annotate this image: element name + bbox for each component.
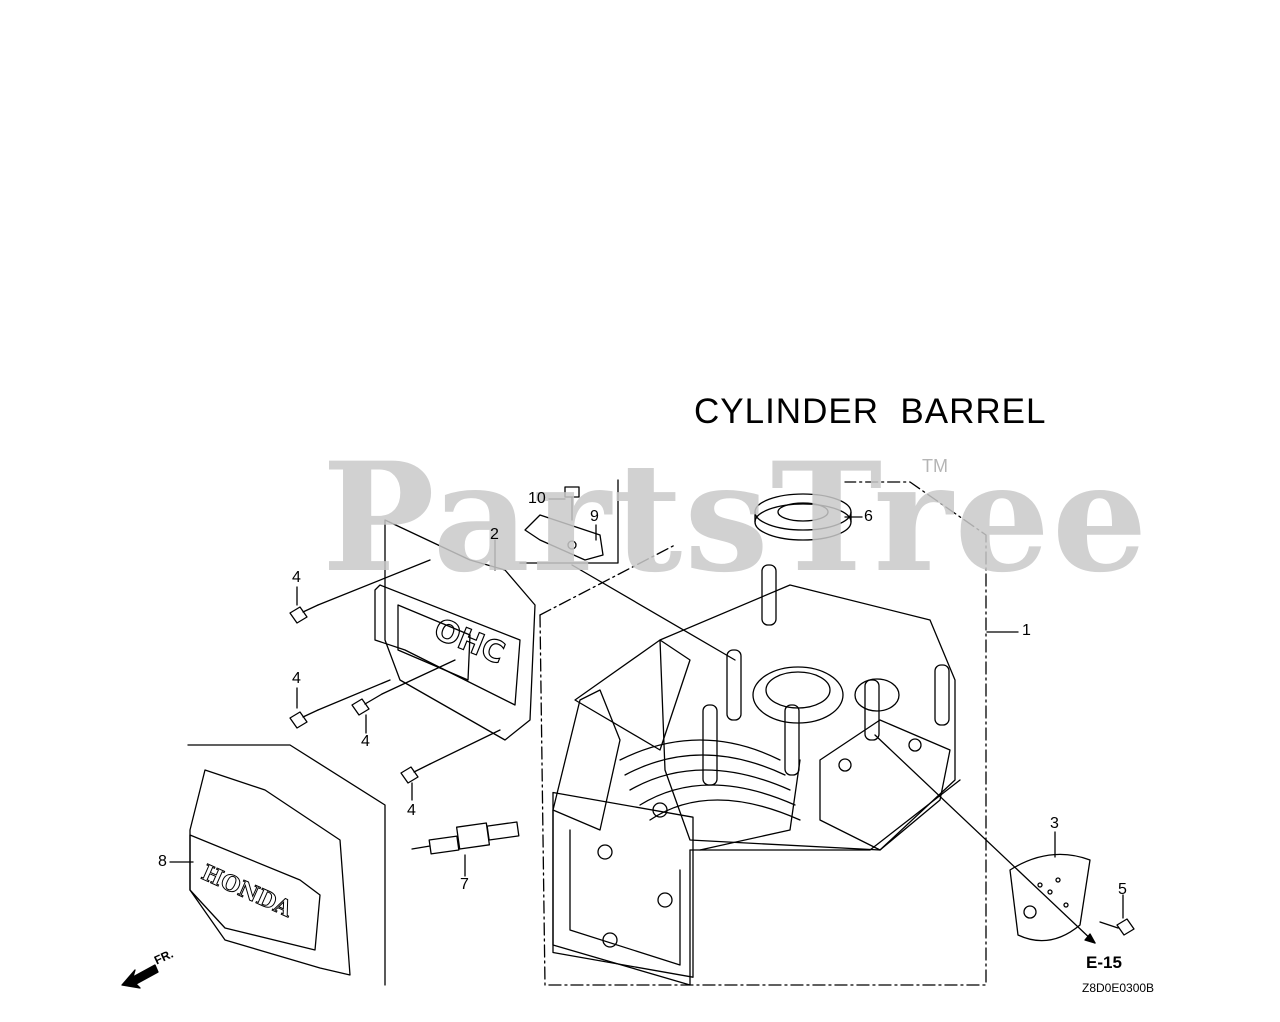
bolt-4-upper	[290, 605, 318, 623]
callout-5[interactable]: 5	[1118, 881, 1127, 898]
cylinder-barrel	[553, 565, 960, 985]
callout-7[interactable]: 7	[460, 876, 469, 893]
honda-shroud	[190, 770, 350, 975]
callout-4-upper[interactable]: 4	[292, 569, 301, 586]
bracket-group-outline	[520, 480, 618, 563]
trademark-symbol: TM	[922, 456, 948, 476]
head-cover	[375, 520, 535, 740]
bolt-10	[565, 487, 579, 520]
bolt-4-lower	[401, 764, 430, 783]
oil-seal	[755, 494, 851, 540]
page-reference[interactable]: E-15	[1086, 953, 1122, 972]
front-arrow-icon	[122, 965, 158, 988]
honda-logo: HONDA	[198, 860, 297, 923]
callout-9[interactable]: 9	[590, 508, 599, 525]
callout-1[interactable]: 1	[1022, 622, 1031, 639]
shroud-frame	[188, 745, 385, 985]
callout-10[interactable]: 10	[528, 490, 546, 507]
watermark: PartsTree	[322, 430, 1150, 606]
ohc-logo: OHC	[429, 612, 509, 672]
diagram-code: Z8D0E0300B	[1082, 981, 1155, 995]
diagram-title: CYLINDER BARREL	[694, 392, 1047, 431]
spark-plug	[412, 822, 519, 854]
gasket-plate	[1010, 854, 1090, 940]
callout-2[interactable]: 2	[490, 526, 499, 543]
bracket	[525, 515, 603, 560]
callout-4-lower[interactable]: 4	[407, 802, 416, 819]
bolt-5	[1100, 919, 1134, 935]
bolt-4-left	[290, 710, 318, 728]
bolt-4-middle	[352, 694, 382, 715]
callout-8[interactable]: 8	[158, 853, 167, 870]
callout-4-middle[interactable]: 4	[361, 733, 370, 750]
assembly-outline	[540, 482, 986, 985]
callout-6[interactable]: 6	[864, 508, 873, 525]
callout-4-left[interactable]: 4	[292, 670, 301, 687]
callout-3[interactable]: 3	[1050, 815, 1059, 832]
